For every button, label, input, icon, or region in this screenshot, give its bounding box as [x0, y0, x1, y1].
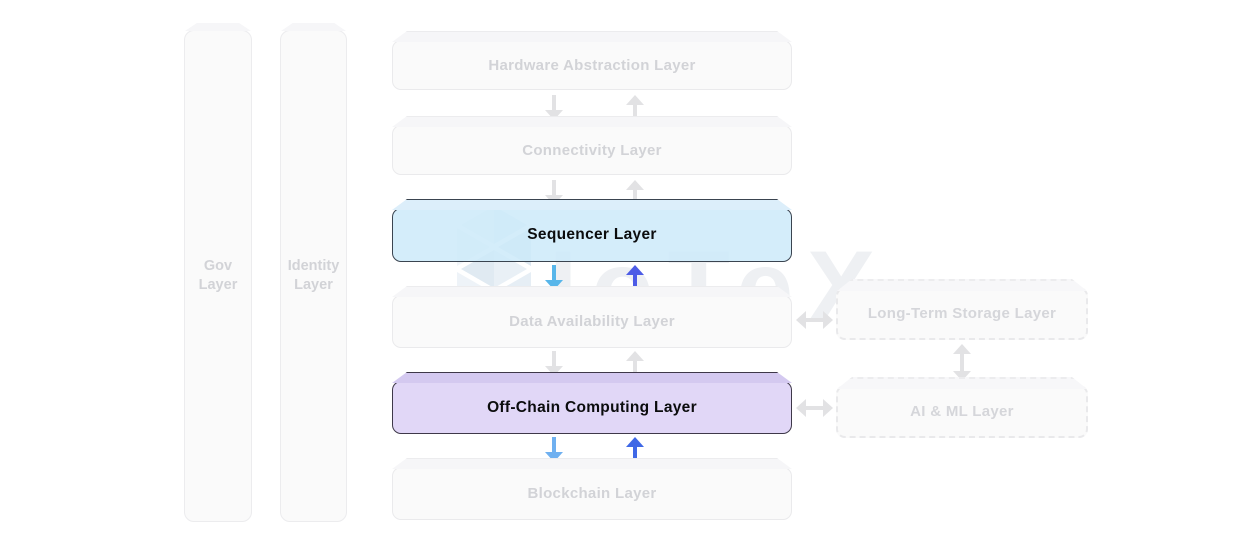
arrow-up-icon — [626, 437, 644, 462]
sequencer-layer-label: Sequencer Layer — [527, 226, 657, 243]
hardware-abstraction-layer-label: Hardware Abstraction Layer — [488, 56, 696, 74]
da-offchain-arrows — [545, 351, 644, 376]
long-term-storage-layer-label: Long-Term Storage Layer — [867, 305, 1057, 322]
arrow-down-icon — [545, 95, 563, 120]
offchain-blockchain-arrows — [545, 437, 644, 462]
arrow-up-icon — [626, 95, 644, 120]
arrow-stem — [804, 406, 825, 410]
ai-ml-layer-label: AI & ML Layer — [910, 403, 1014, 420]
blockchain-layer-box: Blockchain Layer — [392, 467, 792, 520]
da-storage-double-arrow-icon — [796, 311, 833, 329]
arrow-head-bottom — [953, 371, 971, 381]
ai-ml-layer-box: AI & ML Layer — [836, 385, 1088, 438]
data-availability-layer-label: Data Availability Layer — [509, 313, 675, 330]
gov-layer-label: Gov Layer — [198, 258, 238, 293]
off-chain-computing-layer-label: Off-Chain Computing Layer — [487, 398, 697, 416]
gov-layer-pillar: Gov Layer — [184, 30, 252, 522]
arrow-head-top — [953, 344, 971, 354]
arrow-down-icon — [545, 351, 563, 376]
sequencer-da-arrows — [545, 265, 644, 290]
arrow-up-icon — [626, 351, 644, 376]
arrow-stem — [960, 352, 964, 373]
arrow-head-left — [796, 311, 806, 329]
arrow-head-right — [823, 311, 833, 329]
arrow-stem — [804, 318, 825, 322]
identity-layer-pillar: Identity Layer — [280, 30, 347, 522]
arrow-down-icon — [545, 265, 563, 290]
connectivity-layer-label: Connectivity Layer — [522, 141, 662, 159]
arrow-head-left — [796, 399, 806, 417]
connectivity-layer-box: Connectivity Layer — [392, 125, 792, 175]
offchain-aiml-double-arrow-icon — [796, 399, 833, 417]
hal-connectivity-arrows — [545, 95, 644, 120]
arrow-down-icon — [545, 437, 563, 462]
long-term-storage-layer-box: Long-Term Storage Layer — [836, 287, 1088, 340]
arrow-head-right — [823, 399, 833, 417]
data-availability-layer-box: Data Availability Layer — [392, 295, 792, 348]
blockchain-layer-label: Blockchain Layer — [527, 485, 657, 502]
storage-aiml-double-arrow-icon — [953, 344, 971, 381]
hardware-abstraction-layer-box: Hardware Abstraction Layer — [392, 40, 792, 90]
arrow-up-icon — [626, 265, 644, 290]
arrow-up-icon — [626, 180, 644, 205]
sequencer-layer-box: Sequencer Layer — [392, 208, 792, 262]
identity-layer-label: Identity Layer — [287, 258, 340, 293]
off-chain-computing-layer-box: Off-Chain Computing Layer — [392, 381, 792, 434]
